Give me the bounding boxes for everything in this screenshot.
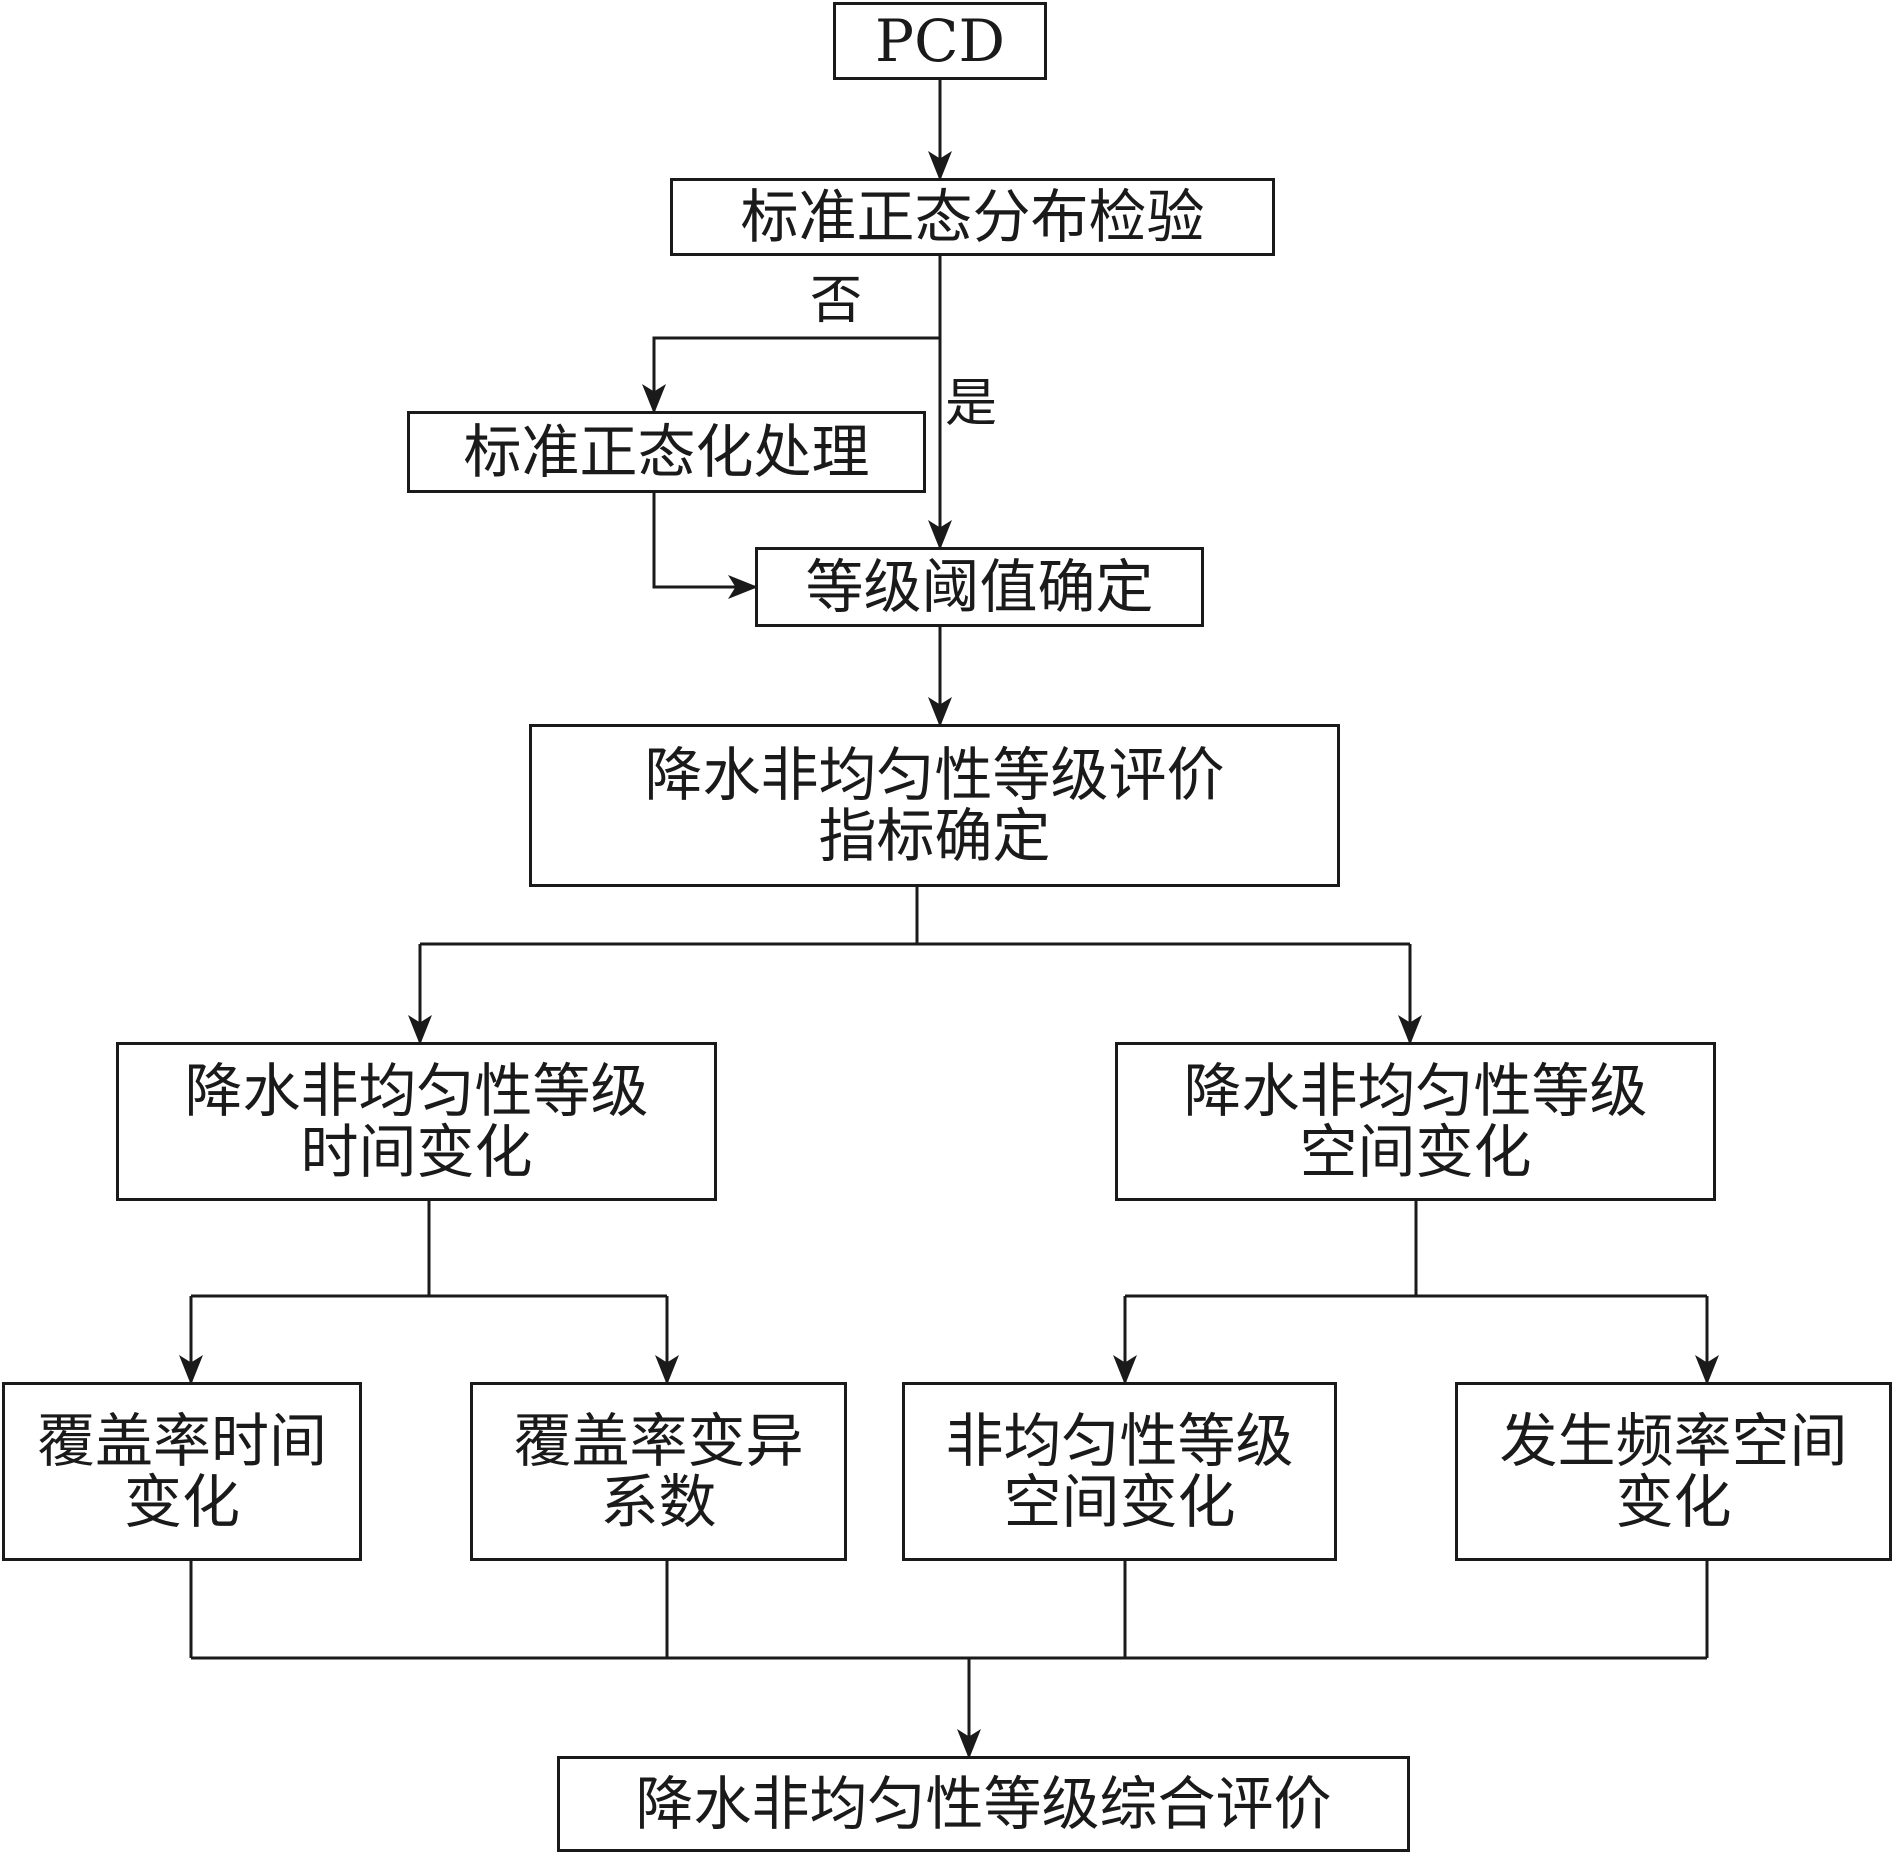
coverage-cv-box: 覆盖率变异 系数 (470, 1382, 847, 1561)
spatial-box: 降水非均匀性等级 空间变化 (1115, 1042, 1716, 1201)
arrow-no-to-normalization (642, 336, 940, 414)
coverage-time-label-line2: 变化 (123, 1467, 240, 1536)
threshold-label: 等级阈值确定 (805, 552, 1154, 621)
grade-spatial-label-line1: 非均匀性等级 (945, 1406, 1294, 1475)
index-label-line1: 降水非均匀性等级评价 (644, 740, 1225, 809)
frequency-spatial-label-line1: 发生频率空间 (1499, 1406, 1848, 1475)
index-label-line2: 指标确定 (818, 801, 1051, 870)
index-box: 降水非均匀性等级评价 指标确定 (529, 724, 1340, 887)
spatial-label-line1: 降水非均匀性等级 (1183, 1056, 1648, 1125)
pcd-box: PCD (833, 2, 1047, 80)
coverage-cv-label-line1: 覆盖率变异 (513, 1406, 804, 1475)
pcd-label: PCD (875, 6, 1005, 75)
spatial-label-line2: 空间变化 (1299, 1117, 1532, 1186)
temporal-label-line2: 时间变化 (300, 1117, 533, 1186)
temporal-box: 降水非均匀性等级 时间变化 (116, 1042, 717, 1201)
coverage-time-label-line1: 覆盖率时间 (36, 1406, 327, 1475)
grade-spatial-label-line2: 空间变化 (1003, 1467, 1236, 1536)
temporal-label-line1: 降水非均匀性等级 (184, 1056, 649, 1125)
frequency-spatial-box: 发生频率空间 变化 (1455, 1382, 1892, 1561)
coverage-cv-label-line2: 系数 (600, 1467, 717, 1536)
yes-branch-label: 是 (945, 374, 998, 434)
arrow-normalization-to-threshold (652, 493, 758, 599)
no-branch-label: 否 (810, 271, 863, 331)
comprehensive-label: 降水非均匀性等级综合评价 (635, 1769, 1332, 1838)
normalization-label: 标准正态化处理 (463, 417, 870, 486)
normality-test-label: 标准正态分布检验 (740, 182, 1205, 251)
grade-spatial-box: 非均匀性等级 空间变化 (902, 1382, 1337, 1561)
threshold-box: 等级阈值确定 (755, 547, 1204, 627)
coverage-time-box: 覆盖率时间 变化 (2, 1382, 362, 1561)
normalization-box: 标准正态化处理 (407, 411, 926, 493)
frequency-spatial-label-line2: 变化 (1615, 1467, 1732, 1536)
comprehensive-box: 降水非均匀性等级综合评价 (557, 1756, 1410, 1852)
normality-test-box: 标准正态分布检验 (670, 178, 1275, 256)
